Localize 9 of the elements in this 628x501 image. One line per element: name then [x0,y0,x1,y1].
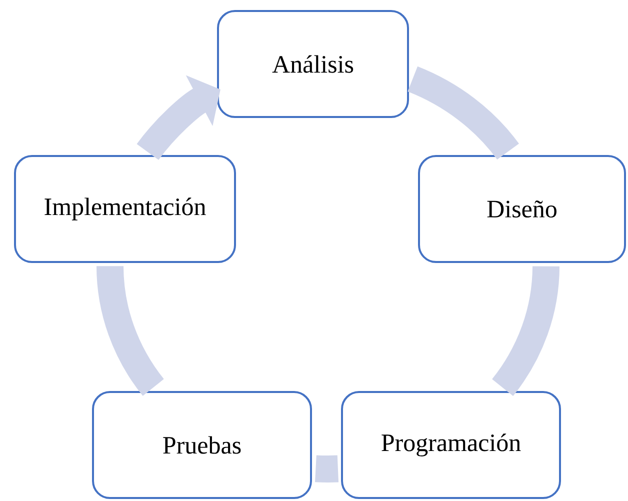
arc-connector [492,266,560,396]
process-box: Análisis [217,10,409,118]
arc-connector [407,66,519,160]
process-box: Pruebas [92,391,312,499]
arc-connector [315,455,338,482]
process-box: Diseño [418,155,626,263]
process-box: Programación [341,391,561,499]
arc-connector [96,266,164,396]
process-box: Implementación [14,155,236,263]
